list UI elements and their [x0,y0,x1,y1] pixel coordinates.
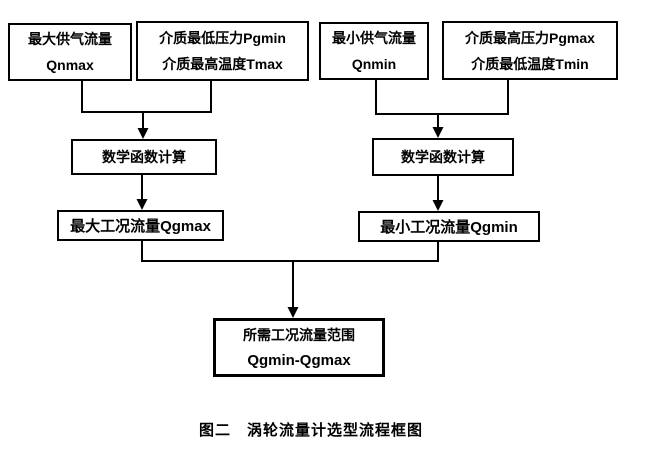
node-min-pressure-line: 介质最低压力Pgmin [159,30,286,46]
node-max-supply-flow: 最大供气流量 Qnmax [8,23,132,81]
connector-bottom-merge [141,241,439,318]
node-min-temp-line: 介质最低温度Tmin [471,55,589,72]
arrowhead-down-icon [432,127,444,138]
node-math-calc-right: 数学函数计算 [372,138,514,176]
connector-right-math-to-qgmin [432,176,444,211]
connector-left-math-to-qgmax [136,175,148,210]
node-max-pressure-min-temp: 介质最高压力Pgmax 介质最低温度Tmin [442,21,618,80]
figure-caption: 图二 涡轮流量计选型流程框图 [198,422,423,439]
connector-right-merge [375,80,509,138]
node-required-flow-range-line1: 所需工况流量范围 [243,326,355,343]
node-required-flow-range: 所需工况流量范围 Qgmin-Qgmax [213,318,385,377]
arrowhead-down-icon [432,200,444,211]
arrowhead-down-icon [287,307,299,318]
node-min-supply-flow-line1: 最小供气流量 [332,30,416,46]
node-max-supply-flow-line2: Qnmax [46,57,94,73]
node-min-pressure-max-temp: 介质最低压力Pgmin 介质最高温度Tmax [136,21,309,81]
node-max-pressure-line: 介质最高压力Pgmax [465,29,595,46]
node-min-supply-flow: 最小供气流量 Qnmin [319,22,429,80]
connector-line [81,81,212,130]
connector-line [375,80,509,129]
node-min-supply-flow-line2: Qnmin [351,56,397,72]
node-min-working-flow: 最小工况流量Qgmin [358,211,540,242]
node-max-supply-flow-line1: 最大供气流量 [28,31,112,47]
node-max-temp-line: 介质最高温度Tmax [162,56,283,72]
arrowhead-down-icon [137,128,149,139]
connector-left-merge [81,81,212,139]
connector-line [141,241,439,309]
node-max-working-flow: 最大工况流量Qgmax [57,210,224,241]
arrowhead-down-icon [136,199,148,210]
node-required-flow-range-line2: Qgmin-Qgmax [247,351,351,369]
node-math-calc-left: 数学函数计算 [71,139,217,175]
